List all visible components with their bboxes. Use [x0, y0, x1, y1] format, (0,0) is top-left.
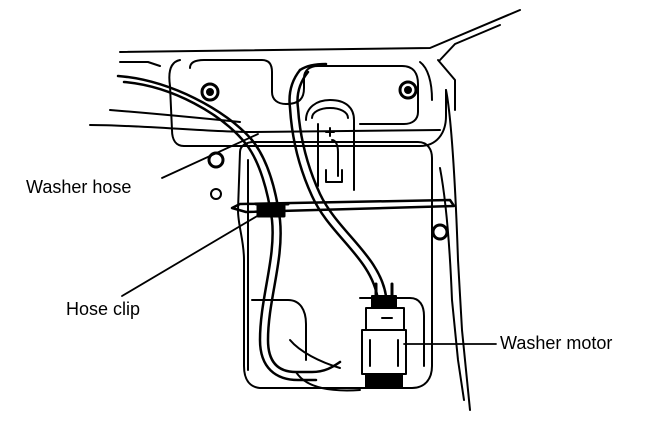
hose-clip-label: Hose clip	[66, 299, 141, 319]
tank-strap	[230, 198, 456, 214]
washer-hose	[116, 62, 388, 382]
filler-neck	[305, 99, 355, 191]
washer-motor-label: Washer motor	[500, 333, 613, 353]
hose-clip	[254, 202, 290, 218]
washer-motor	[361, 282, 407, 389]
washer-hose-label: Washer hose	[26, 177, 132, 197]
body-panel	[89, 9, 521, 411]
leader-lines	[121, 133, 497, 345]
leader-hose-clip	[121, 211, 265, 297]
leader-washer-hose	[161, 133, 259, 179]
washer-tank	[237, 141, 433, 392]
